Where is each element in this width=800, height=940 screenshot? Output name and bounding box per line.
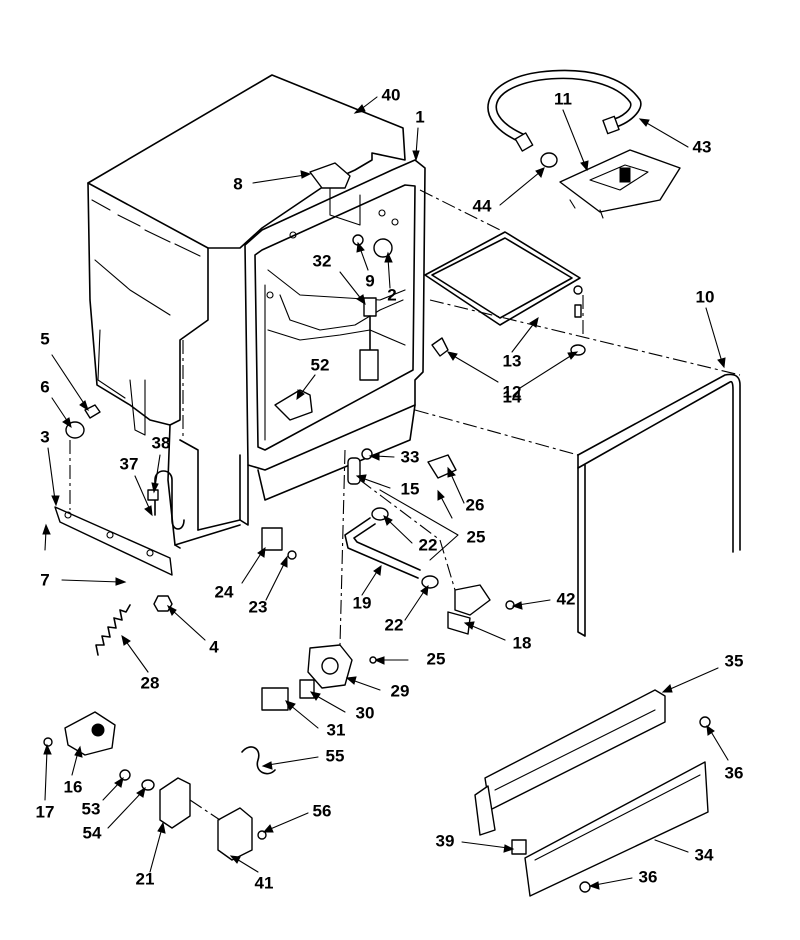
part-24-connector	[261, 527, 283, 551]
part-2-fitting	[373, 238, 393, 258]
label-part-36b: 36	[639, 867, 658, 886]
label-part-22b: 22	[385, 615, 404, 634]
part-12-clip	[431, 337, 449, 357]
label-part-35: 35	[725, 651, 744, 670]
part-32-float	[359, 297, 379, 381]
part-28-spring	[95, 604, 131, 656]
label-part-41: 41	[255, 873, 274, 892]
label-part-34: 34	[695, 845, 714, 864]
label-part-33: 33	[401, 447, 420, 466]
label-part-18: 18	[513, 633, 532, 652]
label-part-17: 17	[36, 802, 55, 821]
label-part-24: 24	[215, 582, 234, 601]
label-part-14: 14	[503, 387, 522, 406]
label-part-36a: 36	[725, 763, 744, 782]
hose-clamp	[540, 152, 558, 168]
label-part-54: 54	[83, 823, 102, 842]
label-part-32: 32	[313, 251, 332, 270]
part-15-fitting	[347, 457, 361, 485]
label-part-23: 23	[249, 597, 268, 616]
tub-cabinet	[87, 74, 426, 549]
label-part-26: 26	[466, 495, 485, 514]
part-38-nut	[147, 489, 159, 501]
label-part-53: 53	[82, 799, 101, 818]
part-3-bracket	[54, 506, 173, 576]
label-part-42: 42	[557, 589, 576, 608]
part-number-labels: 40 1 8 11 43 44 9 2 32 10 13 12 14 52 5 …	[36, 85, 744, 892]
part-53-screw	[119, 769, 131, 781]
part-52-bracket	[274, 389, 313, 421]
part-16-motor	[64, 711, 116, 756]
label-part-6: 6	[40, 377, 49, 396]
inlet-hose	[487, 69, 642, 152]
label-part-12: 12	[503, 382, 522, 401]
part-13-frame	[424, 231, 583, 326]
part-21-bracket	[159, 777, 191, 829]
part-55-cable	[241, 746, 276, 775]
label-part-25b: 25	[427, 649, 446, 668]
label-part-39: 39	[436, 831, 455, 850]
label-part-55: 55	[326, 746, 345, 765]
part-10-rail	[577, 373, 741, 637]
part-18-valve	[447, 584, 515, 635]
label-part-8: 8	[233, 174, 242, 193]
part-8-bracket	[309, 162, 351, 189]
label-part-19: 19	[353, 593, 372, 612]
part-17-screw	[43, 737, 53, 747]
part-41-bracket	[217, 807, 253, 861]
label-part-31: 31	[327, 720, 346, 739]
label-part-28: 28	[141, 673, 160, 692]
label-part-5: 5	[40, 329, 49, 348]
label-part-13: 13	[503, 351, 522, 370]
label-part-9: 9	[365, 271, 374, 290]
reference-lines	[69, 189, 741, 821]
label-part-38: 38	[152, 433, 171, 452]
part-35-panel	[474, 689, 711, 836]
part-5-clip	[84, 404, 101, 419]
label-part-43: 43	[693, 137, 712, 156]
label-part-3: 3	[40, 427, 49, 446]
part-31-plate	[261, 687, 289, 711]
label-part-2: 2	[387, 285, 396, 304]
label-part-1: 1	[415, 107, 424, 126]
label-part-37: 37	[120, 454, 139, 473]
label-part-56: 56	[313, 801, 332, 820]
label-part-25a: 25	[467, 527, 486, 546]
part-33-nut	[361, 448, 373, 460]
label-part-40: 40	[382, 85, 401, 104]
label-part-52: 52	[311, 355, 330, 374]
label-part-29: 29	[391, 681, 410, 700]
part-11-housing	[559, 149, 681, 219]
part-34-panel	[511, 761, 709, 897]
label-part-15: 15	[401, 479, 420, 498]
label-part-30: 30	[356, 703, 375, 722]
label-part-4: 4	[209, 637, 219, 656]
label-part-44: 44	[473, 196, 492, 215]
label-part-7: 7	[40, 570, 49, 589]
label-part-22a: 22	[419, 535, 438, 554]
label-part-10: 10	[696, 287, 715, 306]
part-56-screw	[257, 830, 267, 840]
label-part-21: 21	[136, 869, 155, 888]
part-30-clip	[299, 679, 315, 699]
label-part-16: 16	[64, 777, 83, 796]
label-part-11: 11	[554, 89, 572, 108]
part-4-nut	[153, 595, 173, 612]
leader-lines	[42, 96, 729, 890]
